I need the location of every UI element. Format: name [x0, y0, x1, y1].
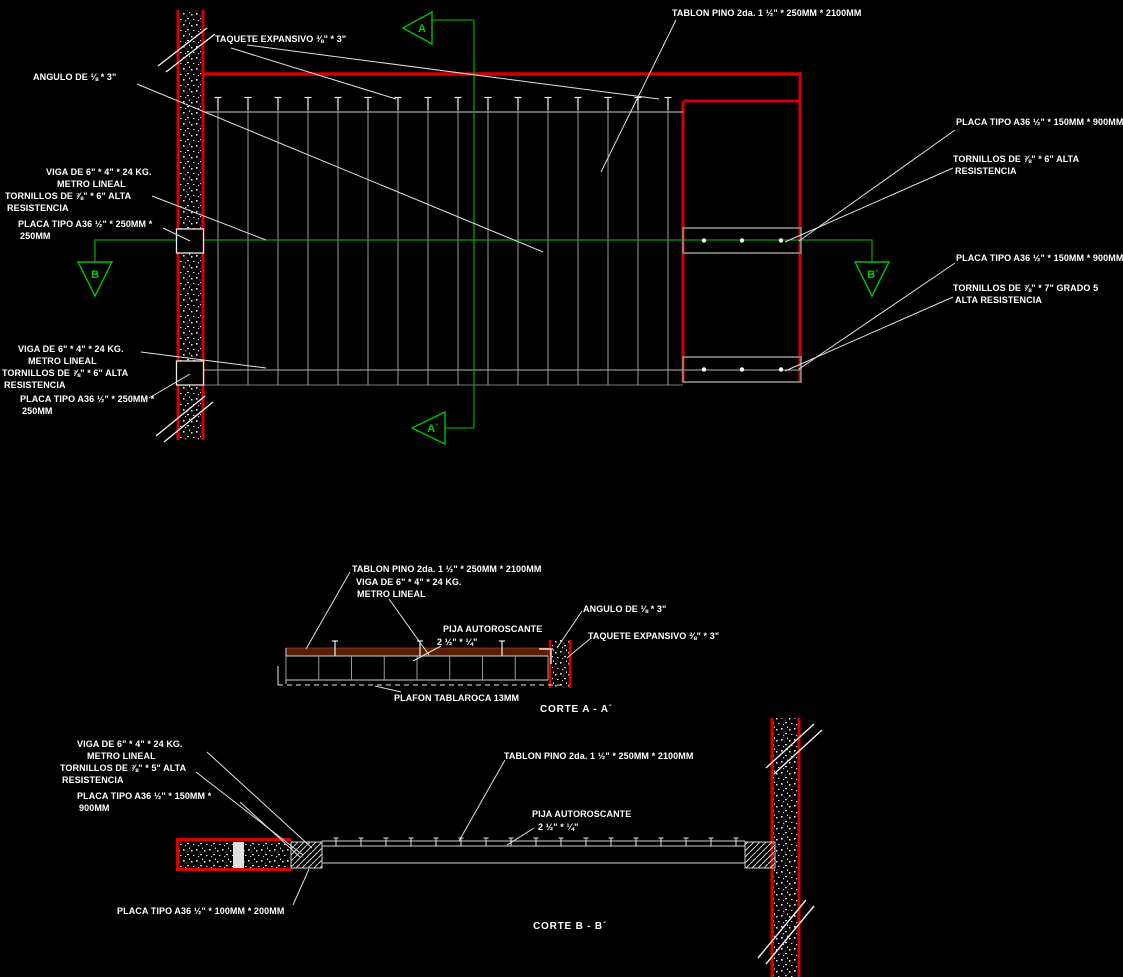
label-tornillos-corte-b1: TORNILLOS DE ⅞" * 5" ALTA: [60, 763, 187, 773]
label-viga-corte-b1: VIGA DE 6" * 4" * 24 KG.: [77, 739, 183, 749]
corte-a-wall: [548, 640, 572, 688]
section-marker-b-right: B´: [853, 261, 891, 298]
label-tornillos-plan-1a: TORNILLOS DE ⅞" * 6" ALTA: [5, 191, 132, 201]
label-placa-plan-1b: 250MM: [20, 231, 51, 241]
label-pija-corte-a1: PIJA AUTOROSCANTE: [443, 624, 543, 634]
label-placa-plan-2a: PLACA TIPO A36 ½" * 250MM *: [20, 394, 155, 404]
label-plafon-corte-a: PLAFON TABLAROCA 13MM: [394, 693, 520, 703]
label-corte-a-title: CORTE A - A´: [540, 704, 613, 715]
label-tablon-plan: TABLON PINO 2da. 1 ½" * 250MM * 2100MM: [672, 8, 862, 18]
plan-anchor-screws: [214, 96, 672, 110]
label-placa-corte-b2: PLACA TIPO A36 ½" * 100MM * 200MM: [117, 906, 285, 916]
label-viga-corte-a1: VIGA DE 6" * 4" * 24 KG.: [356, 577, 462, 587]
corte-b-embedded-plate: [233, 842, 244, 868]
corte-b-leader-lines: [195, 751, 535, 906]
plan-splice-plate-upper: [682, 227, 802, 254]
label-taquete-corte-a: TAQUETE EXPANSIVO ⅜" * 3": [588, 631, 720, 641]
label-placa-corte-b1a: PLACA TIPO A36 ½" * 150MM *: [77, 791, 212, 801]
section-marker-a-letter: A: [418, 23, 426, 35]
section-marker-b-prime-letter: B´: [867, 269, 879, 281]
label-tornillos-plan-1b: RESISTENCIA: [7, 203, 69, 213]
label-tablon-corte-a: TABLON PINO 2da. 1 ½" * 250MM * 2100MM: [352, 564, 542, 574]
corte-a-plafon: [277, 666, 562, 686]
label-viga-corte-b2: METRO LINEAL: [87, 751, 156, 761]
label-tornillos-right-1a: TORNILLOS DE ⅞" * 6" ALTA: [953, 154, 1080, 164]
corte-a-pijas: [332, 640, 505, 656]
label-placa-plan-2b: 250MM: [22, 406, 53, 416]
label-angulo-corte-a: ANGULO DE ⅛ * 3": [583, 604, 667, 614]
label-tornillos-right-2a: TORNILLOS DE ⅞" * 7" GRADO 5: [953, 283, 1099, 293]
plan-leader-lines: [136, 19, 956, 399]
section-marker-a-prime-letter: A´: [427, 423, 439, 435]
label-tornillos-plan-2a: TORNILLOS DE ⅞" * 6" ALTA: [2, 368, 129, 378]
section-line-a: [432, 19, 475, 429]
label-tornillos-right-2b: ALTA RESISTENCIA: [955, 295, 1042, 305]
label-angulo-plan: ANGULO DE ⅛ * 3": [33, 72, 117, 82]
label-viga-plan-1a: VIGA DE 6" * 4" * 24 KG.: [46, 167, 152, 177]
corte-a-angle: [539, 648, 553, 664]
corte-b-pijas: [333, 837, 739, 846]
corte-b-end-plate-right: [744, 841, 776, 869]
label-placa-plan-1a: PLACA TIPO A36 ½" * 250MM *: [18, 219, 153, 229]
label-viga-corte-a2: METRO LINEAL: [357, 589, 426, 599]
corte-b-view: [176, 718, 823, 977]
label-viga-plan-2a: VIGA DE 6" * 4" * 24 KG.: [18, 344, 124, 354]
plan-view: A A´ B B´: [76, 10, 956, 446]
label-pija-corte-b1: PIJA AUTOROSCANTE: [532, 809, 632, 819]
label-tornillos-corte-b2: RESISTENCIA: [62, 775, 124, 785]
corte-a-tablon: [285, 647, 549, 657]
corte-b-end-plate-left: [290, 841, 323, 869]
label-viga-plan-1b: METRO LINEAL: [57, 179, 126, 189]
section-marker-b-letter: B: [91, 269, 99, 281]
label-placa-right-1: PLACA TIPO A36 ½" * 150MM * 900MM: [956, 117, 1123, 127]
corte-a-stiffeners: [285, 656, 549, 680]
section-marker-a-bottom: A´: [410, 410, 446, 446]
plan-splice-plate-lower: [682, 356, 802, 383]
plan-wall-plate-lower: [175, 360, 205, 386]
label-taquete-plan: TAQUETE EXPANSIVO ⅜" * 3": [215, 34, 347, 44]
corte-a-view: [277, 571, 592, 693]
label-tornillos-right-1b: RESISTENCIA: [955, 166, 1017, 176]
label-placa-right-2: PLACA TIPO A36 ½" * 150MM * 900MM: [956, 253, 1123, 263]
label-tornillos-plan-2b: RESISTENCIA: [4, 380, 66, 390]
label-pija-corte-b2: 2 ½" * ¼": [538, 822, 579, 832]
label-corte-b-title: CORTE B - B´: [533, 921, 608, 932]
plan-joists: [217, 104, 669, 385]
corte-a-leader-lines: [305, 571, 592, 693]
corte-b-left-wall: [176, 838, 291, 871]
corte-b-beam: [321, 840, 746, 864]
section-marker-a-top: A: [401, 10, 433, 46]
label-tablon-corte-b: TABLON PINO 2da. 1 ½" * 250MM * 2100MM: [504, 751, 694, 761]
section-marker-b-left: B: [76, 261, 114, 298]
section-line-b: [94, 239, 873, 262]
label-placa-corte-b1b: 900MM: [79, 803, 110, 813]
label-pija-corte-a2: 2 ½" * ¼": [437, 637, 478, 647]
label-viga-plan-2b: METRO LINEAL: [28, 356, 97, 366]
